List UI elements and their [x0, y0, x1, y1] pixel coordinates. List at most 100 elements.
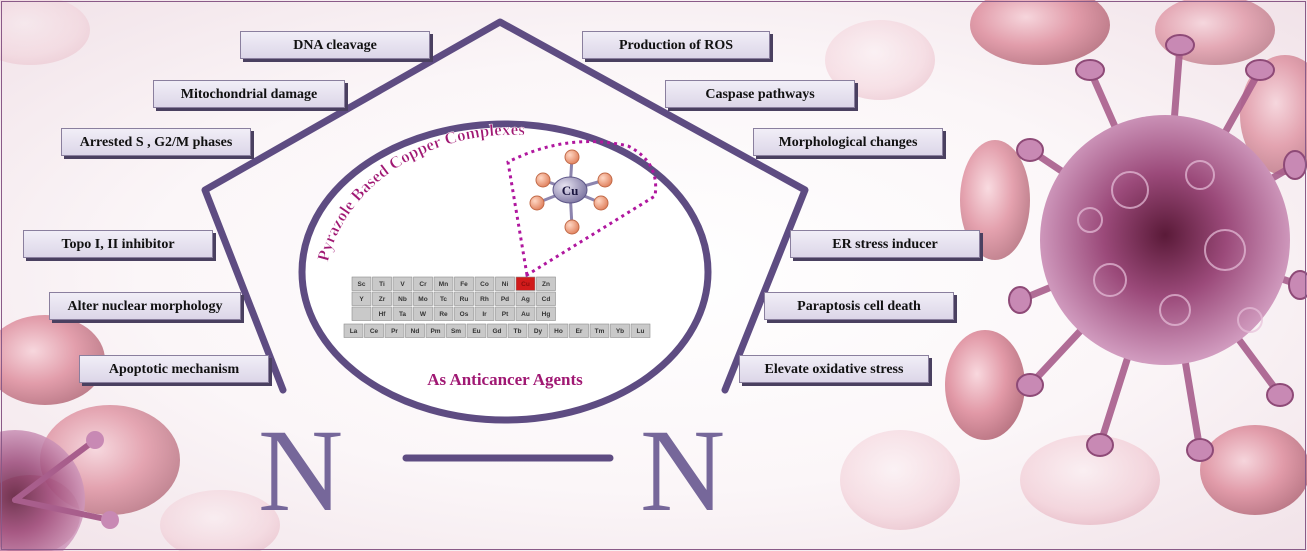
element-cell: [536, 306, 556, 321]
label-topo-inhibitor: Topo I, II inhibitor: [23, 230, 213, 258]
element-symbol: Cr: [419, 281, 427, 288]
ligand-atom: [529, 195, 545, 211]
virus-illustration: [1008, 34, 1307, 462]
element-cell: [343, 323, 364, 338]
element-cell: [351, 306, 372, 321]
element-symbol: Ru: [460, 296, 469, 303]
bottom-title: As Anticancer Agents: [427, 370, 583, 389]
element-cell: [528, 323, 548, 338]
element-symbol: W: [420, 311, 427, 318]
copper-complex: Cu: [529, 149, 613, 235]
element-cell: [454, 291, 474, 306]
element-symbol: Ni: [502, 281, 509, 288]
element-symbol: Mn: [439, 281, 448, 288]
element-symbol: Ti: [379, 281, 385, 288]
virus-fragment-left: [0, 430, 119, 551]
element-cell: [405, 323, 425, 338]
element-symbol: Rh: [480, 296, 489, 303]
element-cell: [446, 323, 466, 338]
pyrazole-ring: [201, 18, 809, 462]
element-symbol: Lu: [637, 328, 645, 335]
element-cell: [384, 323, 405, 338]
element-symbol: Fe: [460, 281, 468, 288]
element-symbol: Mo: [418, 296, 427, 303]
label-apoptotic-mechanism: Apoptotic mechanism: [79, 355, 269, 383]
element-cell: [515, 306, 536, 321]
element-cell: [392, 276, 413, 291]
copper-label: Cu: [562, 183, 579, 198]
element-cell: [433, 291, 454, 306]
label-er-stress-inducer: ER stress inducer: [790, 230, 980, 258]
element-cell: [589, 323, 610, 338]
label-alter-nuclear-morphology: Alter nuclear morphology: [49, 292, 241, 320]
element-symbol: Os: [460, 311, 469, 318]
element-cell: [392, 291, 413, 306]
ligand-atom: [564, 149, 580, 165]
element-symbol: Y: [359, 296, 364, 303]
element-cell: [433, 276, 454, 291]
element-cell: [487, 323, 507, 338]
label-elevate-oxidative-stress: Elevate oxidative stress: [739, 355, 929, 383]
element-cell: [495, 276, 515, 291]
element-cell: [351, 276, 372, 291]
label-morphological-changes: Morphological changes: [753, 128, 943, 156]
element-symbol: Er: [576, 328, 583, 335]
element-cell: [351, 291, 372, 306]
element-cell-highlighted: [515, 276, 536, 291]
ligand-atom: [597, 172, 613, 188]
element-symbol: Cd: [542, 296, 551, 303]
element-symbol: Sm: [451, 328, 461, 335]
element-symbol: Co: [480, 281, 489, 288]
element-cell: [454, 306, 474, 321]
element-symbol: Tc: [440, 296, 447, 303]
element-cell: [413, 291, 433, 306]
element-symbol: Sc: [358, 281, 366, 288]
element-symbol: Ta: [399, 311, 406, 318]
element-cell: [392, 306, 413, 321]
nitrogen-atom-left: N: [258, 405, 344, 536]
element-cell: [536, 291, 556, 306]
label-arrested-phases: Arrested S , G2/M phases: [61, 128, 251, 156]
element-symbol: Hf: [379, 311, 387, 318]
element-symbol: Pm: [430, 328, 440, 335]
element-cell: [474, 291, 495, 306]
element-cell: [372, 291, 392, 306]
element-cell: [364, 323, 384, 338]
element-cell: [372, 276, 392, 291]
element-cell: [372, 306, 392, 321]
element-symbol: Dy: [534, 328, 543, 335]
element-symbol: Zr: [379, 296, 386, 303]
element-cell: [630, 323, 651, 338]
element-symbol: Hg: [542, 311, 551, 318]
label-production-of-ros: Production of ROS: [582, 31, 770, 59]
ligand-atom: [535, 172, 551, 188]
ligand-atom: [564, 219, 580, 235]
element-symbol: Re: [439, 311, 448, 318]
element-symbol: V: [400, 281, 405, 288]
element-cell: [474, 306, 495, 321]
magnification-cone: [506, 140, 658, 278]
element-cell: [413, 306, 433, 321]
element-cell: [466, 323, 487, 338]
element-symbol: Nb: [398, 296, 407, 303]
label-dna-cleavage: DNA cleavage: [240, 31, 430, 59]
element-symbol: Tm: [595, 328, 605, 335]
element-symbol: Yb: [616, 328, 624, 335]
element-symbol: Ag: [521, 296, 530, 303]
ligand-atom: [593, 195, 609, 211]
element-cell: [474, 276, 495, 291]
element-cell: [413, 276, 433, 291]
element-symbol: Pr: [391, 328, 398, 335]
label-paraptosis-cell-death: Paraptosis cell death: [764, 292, 954, 320]
element-symbol: Tb: [514, 328, 522, 335]
element-cell: [536, 276, 556, 291]
element-symbol: Pt: [502, 311, 509, 318]
element-symbol: Pd: [501, 296, 509, 303]
label-caspase-pathways: Caspase pathways: [665, 80, 855, 108]
element-symbol: Cu: [521, 281, 530, 288]
element-symbol: Au: [521, 311, 530, 318]
